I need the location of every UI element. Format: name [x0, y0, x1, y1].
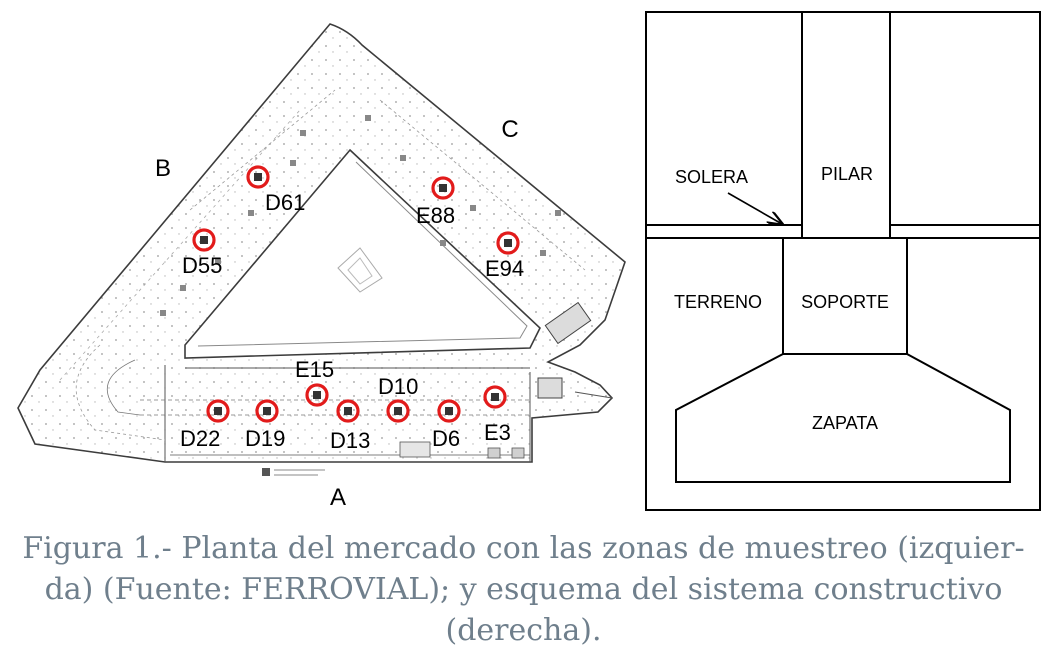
caption-line-2: da) (Fuente: FERROVIAL); y esquema del s…: [44, 572, 1003, 607]
scheme-label-soporte: SOPORTE: [801, 292, 889, 312]
marker-d22: [206, 399, 230, 423]
construction-scheme: [645, 11, 1041, 511]
figure-drawing: A B C D61 D55 E88 E94 E15 D10 D22 D19 D1…: [17, 11, 1041, 511]
solera-arrow: [727, 192, 782, 224]
sampling-markers: [192, 165, 520, 423]
zone-b-label: B: [155, 155, 171, 182]
point-label-d19: D19: [245, 426, 285, 451]
point-label-d61: D61: [265, 190, 305, 215]
marker-d61: [246, 165, 270, 189]
market-floor-plan: [17, 23, 626, 476]
zapata-footing: [675, 353, 1011, 483]
marker-d10: [386, 399, 410, 423]
point-label-d22: D22: [180, 426, 220, 451]
point-label-d6: D6: [432, 426, 460, 451]
scheme-label-solera: SOLERA: [675, 167, 748, 187]
point-label-d13: D13: [330, 428, 370, 453]
figure-caption: Figura 1.- Planta del mercado con las zo…: [0, 528, 1047, 651]
point-label-e15: E15: [295, 357, 334, 382]
scheme-label-pilar: PILAR: [821, 164, 873, 184]
point-label-e94: E94: [485, 256, 524, 281]
caption-line-1: Figura 1.- Planta del mercado con las zo…: [22, 531, 1025, 566]
marker-d19: [255, 399, 279, 423]
marker-e94: [496, 231, 520, 255]
marker-e88: [431, 176, 455, 200]
caption-line-3: (derecha).: [445, 613, 602, 648]
marker-d6: [437, 399, 461, 423]
marker-d13: [336, 399, 360, 423]
marker-e15: [305, 383, 329, 407]
point-label-d55: D55: [182, 253, 222, 278]
inner-courtyard: [184, 148, 541, 359]
pilar-column: [801, 11, 891, 239]
zone-a-label: A: [330, 484, 346, 511]
point-label-d10: D10: [378, 374, 418, 399]
marker-e3: [483, 385, 507, 409]
scheme-label-zapata: ZAPATA: [812, 413, 878, 433]
scheme-label-terreno: TERRENO: [674, 292, 762, 312]
point-label-e3: E3: [484, 420, 511, 445]
marker-d55: [192, 228, 216, 252]
scheme-frame: [645, 11, 1041, 511]
zone-c-label: C: [501, 116, 518, 143]
point-label-e88: E88: [416, 203, 455, 228]
